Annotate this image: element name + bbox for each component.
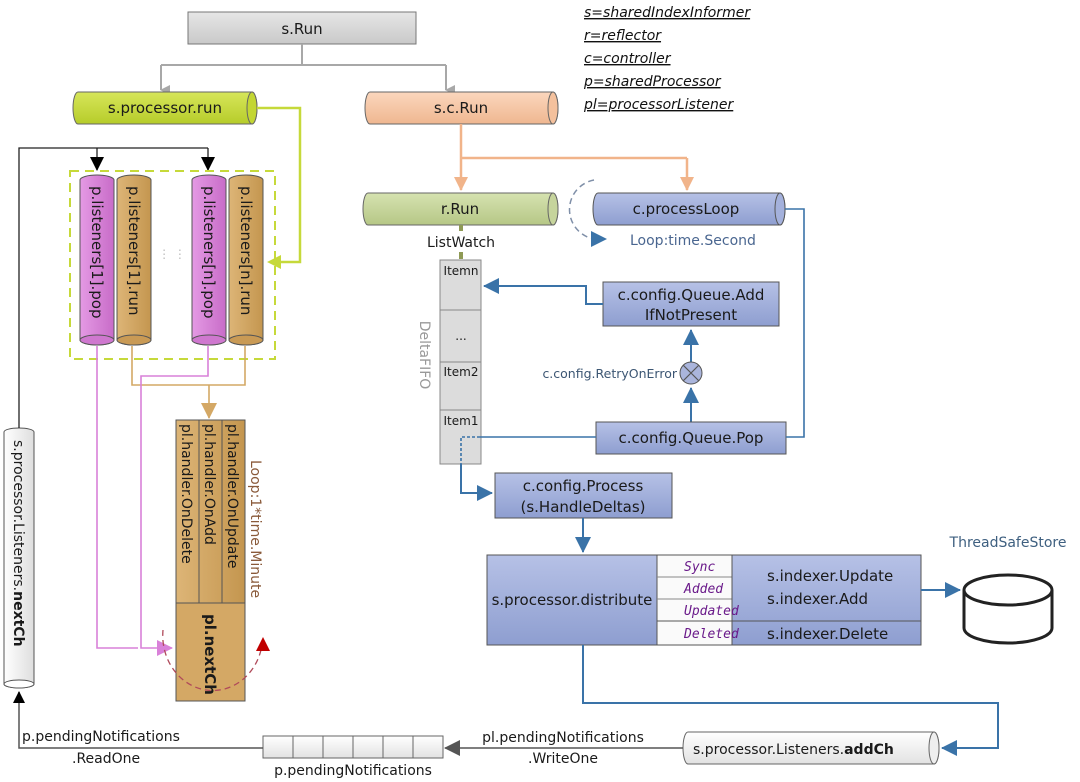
- sc-run-node: s.c.Run: [364, 91, 559, 125]
- listener-label: p.listeners[1].pop: [88, 186, 106, 319]
- listeners-ellipsis: ⋮ ⋮: [158, 247, 186, 261]
- listwatch-connector: [459, 225, 463, 231]
- fifo-item: Item1: [444, 414, 479, 428]
- loop-minute-label: Loop:1*time.Minute: [247, 460, 263, 598]
- listeners-group: [69, 170, 276, 360]
- buffer-cell: [322, 735, 354, 759]
- processor-run-label: s.processor.run: [108, 99, 222, 117]
- pending-read-label-2: .ReadOne: [72, 751, 140, 767]
- process-loop-label: c.processLoop: [633, 200, 740, 218]
- buffer-cell: [292, 735, 324, 759]
- listener-cylinders: p.listeners[1].pop p.listeners[1].run p.li…: [79, 174, 264, 346]
- thread-safe-store: ThreadSafeStore: [949, 535, 1067, 645]
- process-label-1: c.config.Process: [523, 477, 644, 495]
- sc-run-arrows: [454, 124, 694, 191]
- listener-label: p.listeners[n].run: [237, 186, 255, 315]
- pop-dotted-link: [460, 436, 480, 464]
- queue-add-node: c.config.Queue.Add IfNotPresent: [602, 281, 780, 327]
- listener-n-run-cylinder: p.listeners[n].run: [228, 174, 264, 346]
- indexer-add-label: s.indexer.Add: [767, 590, 868, 608]
- process-node: c.config.Process (s.HandleDeltas): [494, 472, 673, 519]
- legend-item: p=sharedProcessor: [583, 74, 722, 90]
- loop-line-pop-to-process-loop: [785, 208, 805, 438]
- s-run-label: s.Run: [281, 20, 322, 38]
- delta-fifo: Itemn ... Item2 Item1 DeltaFIFO: [416, 259, 482, 465]
- delta-type: Added: [683, 582, 723, 597]
- queue-add-label-2: IfNotPresent: [645, 306, 737, 324]
- legend-item: s=sharedIndexInformer: [584, 5, 751, 21]
- listwatch-connector: [459, 252, 463, 259]
- buffer-cell: [412, 735, 444, 759]
- pending-buffer-label: p.pendingNotifications: [274, 763, 432, 779]
- legend-item: c=controller: [584, 51, 672, 67]
- fifo-item: Itemn: [444, 264, 479, 278]
- listener-label: p.listeners[n].pop: [200, 186, 218, 318]
- delta-type: Updated: [684, 604, 739, 619]
- pending-write-label-2: .WriteOne: [528, 751, 598, 767]
- loop-second-label: Loop:time.Second: [630, 233, 756, 249]
- add-ch-node: s.processor.Listeners.addCh: [682, 731, 940, 765]
- listener-1-pop-cylinder: p.listeners[1].pop: [79, 174, 115, 346]
- handler-block: pl.handler.OnDelete pl.handler.OnAdd pl.…: [175, 419, 246, 702]
- handler-label: pl.handler.OnDelete: [178, 424, 194, 564]
- queue-add-label-1: c.config.Queue.Add: [618, 286, 765, 304]
- listwatch-label: ListWatch: [427, 235, 495, 251]
- loop-second-arrow: [568, 179, 607, 247]
- fifo-item: ...: [455, 329, 466, 343]
- r-run-node: r.Run: [362, 192, 559, 226]
- legend: s=sharedIndexInformer r=reflector c=cont…: [583, 5, 751, 113]
- line-nextch-to-listeners: [18, 147, 208, 428]
- arrow-readone-to-nextch: [13, 691, 263, 749]
- arrow-distribute-to-addch: [582, 645, 999, 756]
- buffer-cell: [262, 735, 294, 759]
- process-label-2: (s.HandleDeltas): [520, 498, 645, 516]
- arrow-pop-to-process: [460, 464, 493, 501]
- indexer-update-label: s.indexer.Update: [767, 567, 893, 585]
- pending-read-label-1: p.pendingNotifications: [22, 729, 180, 745]
- sc-run-label: s.c.Run: [434, 99, 488, 117]
- legend-item: r=reflector: [584, 28, 662, 44]
- delta-type: Deleted: [683, 627, 739, 642]
- nextch-label: pl.nextCh: [201, 614, 219, 695]
- arrow-requeue-to-fifo: [483, 278, 603, 305]
- processor-run-node: s.processor.run: [72, 91, 258, 125]
- pending-notifications-buffer: [262, 735, 444, 759]
- retry-on-error-gate: [679, 361, 703, 385]
- delta-type: Sync: [684, 560, 715, 575]
- buffer-cell: [352, 735, 384, 759]
- s-run-node: s.Run: [187, 11, 417, 45]
- pop-to-nextch-lines: [96, 346, 209, 656]
- fifo-item: Item2: [444, 365, 479, 379]
- listeners-nextch-node: s.processor.Listeners.nextCh: [3, 427, 35, 689]
- legend-item: pl=processorListener: [583, 97, 735, 113]
- handler-label: pl.handler.OnAdd: [201, 424, 217, 545]
- process-loop-node: c.processLoop: [592, 192, 786, 226]
- pending-write-label-1: pl.pendingNotifications: [482, 730, 644, 746]
- delta-fifo-label: DeltaFIFO: [416, 321, 432, 390]
- listeners-nextch-label: s.processor.Listeners.nextCh: [10, 440, 26, 647]
- listener-1-run-cylinder: p.listeners[1].run: [116, 174, 152, 346]
- r-run-label: r.Run: [441, 200, 479, 218]
- listener-label: p.listeners[1].run: [125, 186, 143, 315]
- queue-pop-node: c.config.Queue.Pop: [595, 421, 787, 455]
- buffer-cell: [382, 735, 414, 759]
- thread-safe-store-label: ThreadSafeStore: [949, 535, 1067, 551]
- s-run-arrows: [160, 44, 455, 95]
- retry-on-error-label: c.config.RetryOnError: [542, 366, 677, 381]
- arrow-to-nextch: [140, 346, 209, 656]
- run-to-handler-lines: [131, 346, 246, 419]
- indexer-delete-label: s.indexer.Delete: [767, 625, 888, 643]
- listener-n-pop-cylinder: p.listeners[n].pop: [191, 174, 227, 346]
- distribute-node: s.processor.distribute Sync Added Update…: [486, 554, 922, 646]
- distribute-label: s.processor.distribute: [492, 591, 653, 609]
- loop-minute-arc: [162, 629, 263, 692]
- queue-pop-label: c.config.Queue.Pop: [619, 429, 764, 447]
- arrow-processor-to-listeners: [257, 106, 302, 269]
- add-ch-label: s.processor.Listeners.addCh: [693, 742, 894, 758]
- handler-label: pl.handler.OnUpdate: [224, 424, 240, 568]
